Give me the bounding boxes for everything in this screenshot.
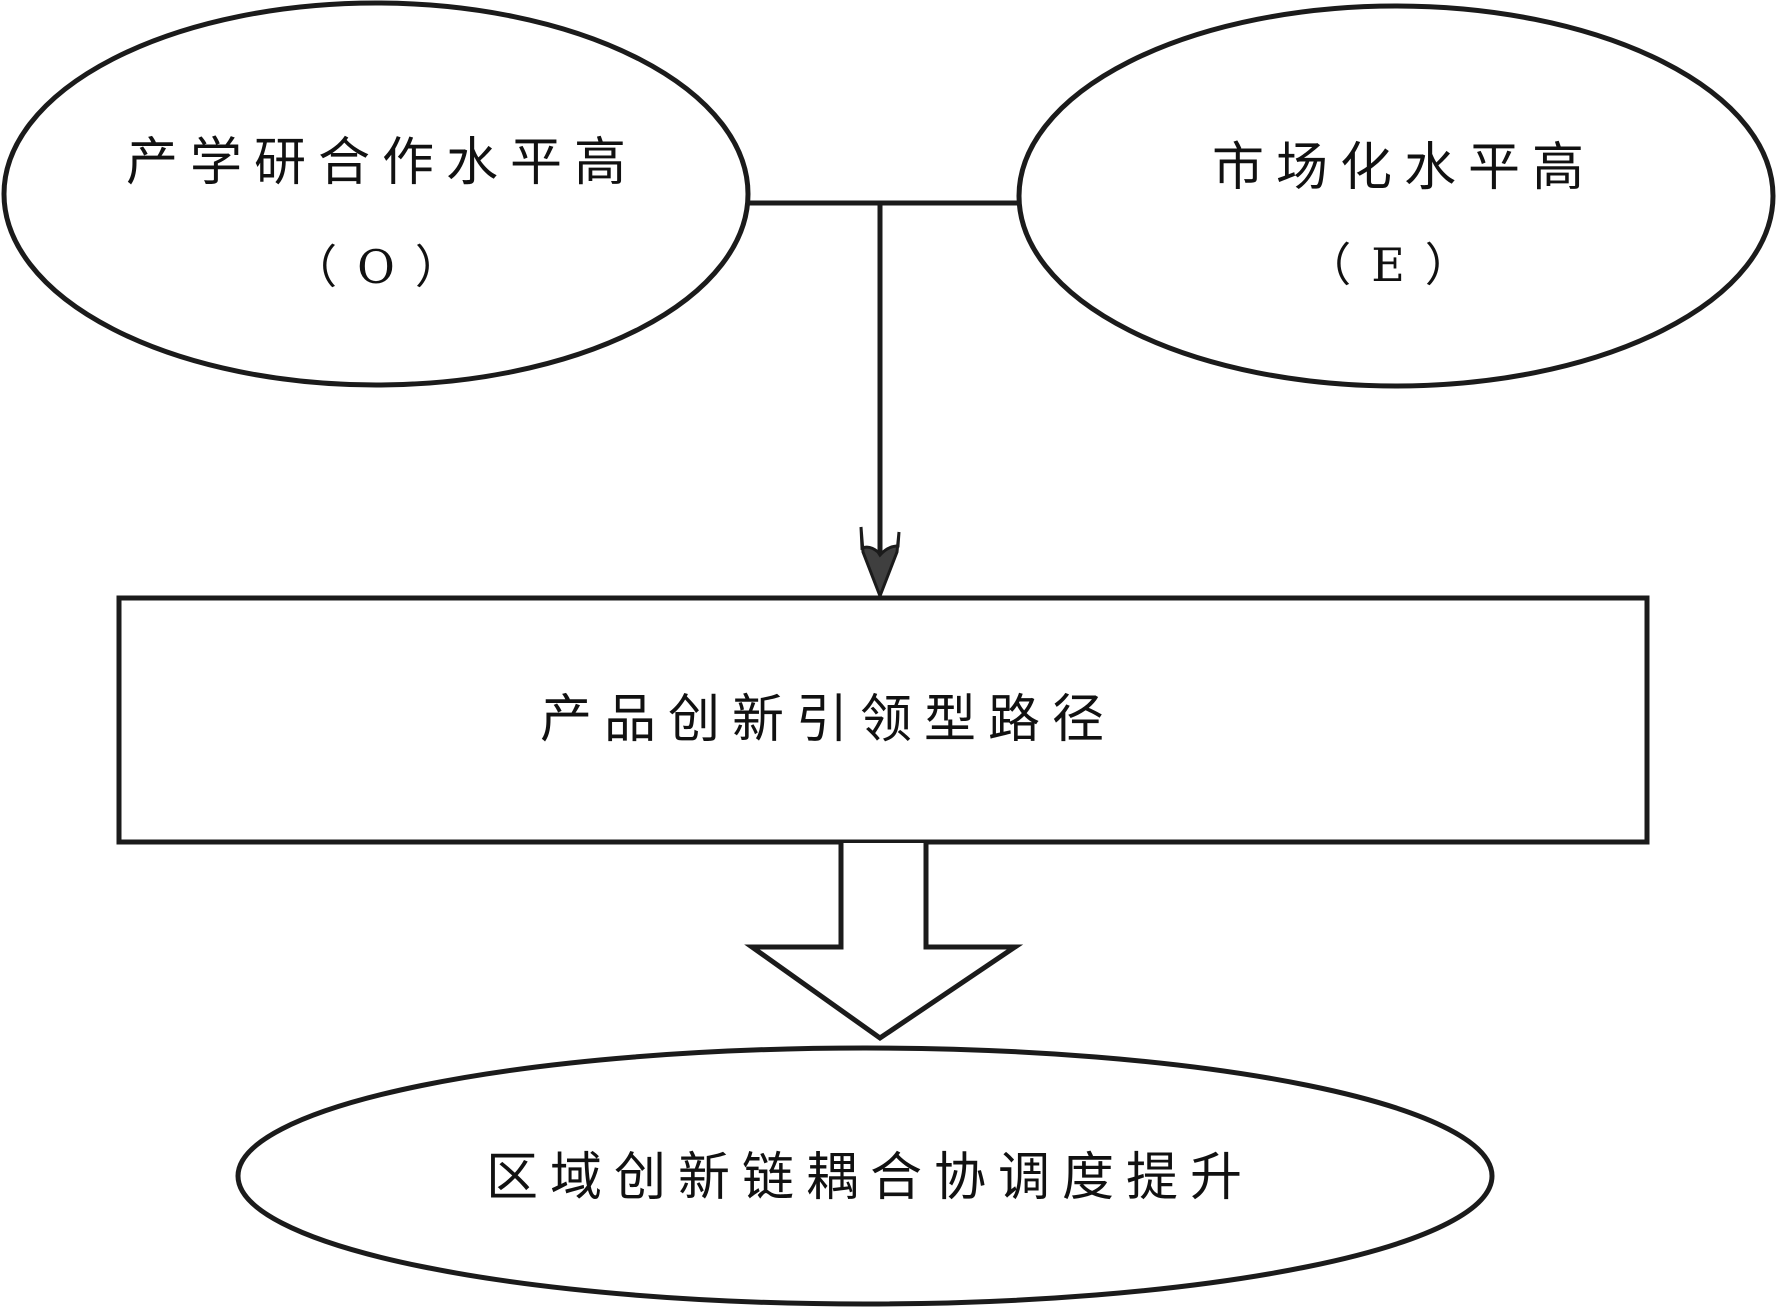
path-node-shape — [116, 595, 1650, 845]
input-node-o-title: 产学研合作水平高 — [125, 133, 639, 193]
path-node-title: 产品创新引领型路径 — [539, 690, 1117, 750]
input-node-o-shape — [1, 0, 751, 388]
block-arrow-icon — [744, 843, 1024, 1042]
input-node-e-shape — [1016, 3, 1776, 389]
input-node-e-title: 市场化水平高 — [1211, 138, 1597, 198]
input-node-e-code: （E） — [1305, 238, 1491, 292]
outcome-node-title: 区域创新链耦合协调度提升 — [485, 1148, 1255, 1208]
outcome-node-shape — [235, 1045, 1495, 1307]
arrowhead-icon — [859, 526, 901, 601]
input-node-o-code: （O） — [291, 240, 481, 294]
